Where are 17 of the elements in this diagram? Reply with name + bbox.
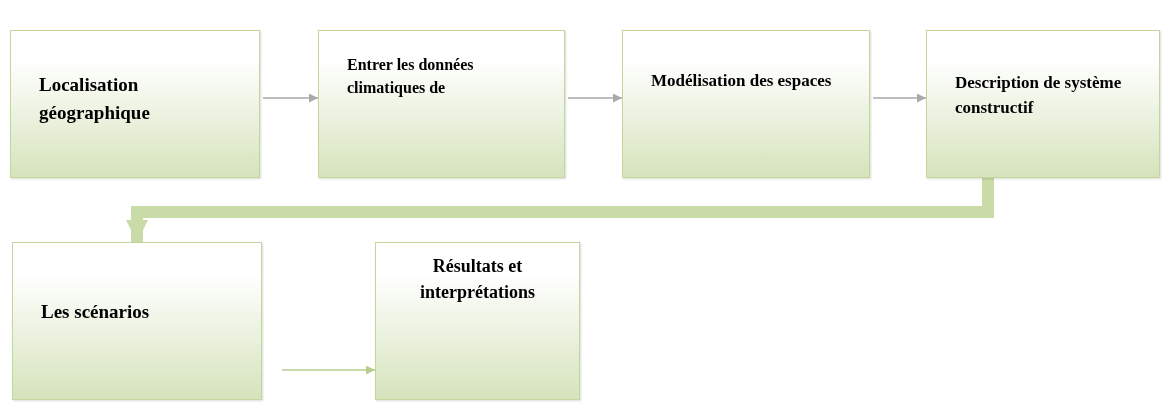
- process-box: [12, 242, 262, 400]
- process-box: [622, 30, 870, 178]
- box-label: Modélisation des espaces: [650, 70, 833, 92]
- box-label: Entrer les données climatiques de: [346, 55, 475, 99]
- process-box: [10, 30, 260, 178]
- process-box: [318, 30, 565, 178]
- box-label: Description de système constructif: [954, 72, 1123, 119]
- bent-arrow: [126, 178, 994, 242]
- box-label: Localisation géographique: [38, 73, 151, 125]
- box-label: Les scénarios: [40, 300, 151, 324]
- box-label: Résultats et interprétations: [419, 255, 536, 305]
- process-box: [926, 30, 1160, 178]
- arrow: [872, 93, 927, 103]
- arrow: [567, 93, 623, 103]
- arrow: [262, 93, 319, 103]
- process-box: [375, 242, 580, 400]
- arrow: [281, 365, 376, 375]
